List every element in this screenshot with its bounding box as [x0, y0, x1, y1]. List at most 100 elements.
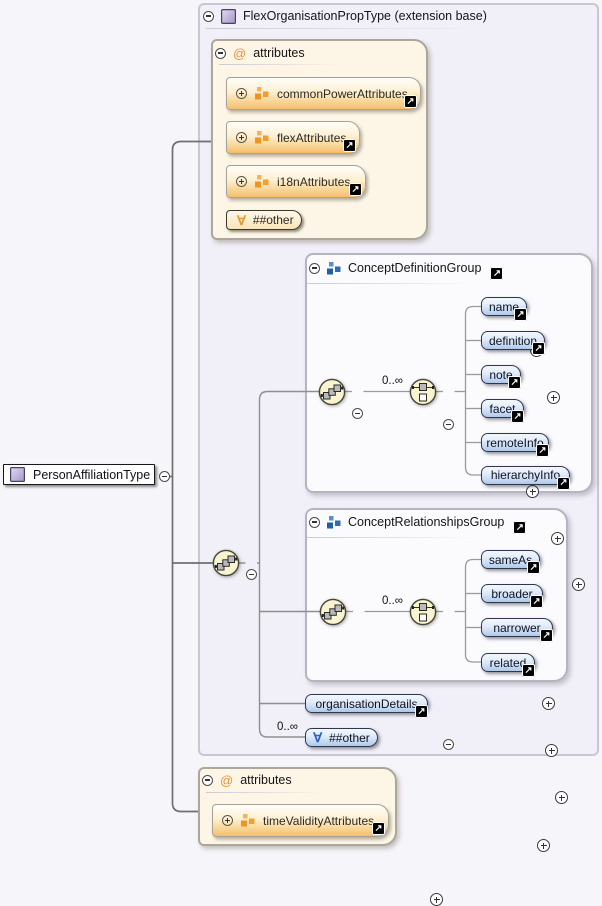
header-separator	[206, 792, 328, 793]
attribute-group-flexAttributes[interactable]: flexAttributes	[226, 121, 360, 154]
attributes-top-label: attributes	[253, 46, 305, 60]
expand-icon[interactable]	[542, 697, 555, 710]
attribute-group-icon	[255, 87, 269, 100]
attribute-group-commonPowerAttributes[interactable]: commonPowerAttributes	[226, 77, 421, 110]
link-arrow-icon[interactable]	[522, 664, 535, 677]
element-name[interactable]: name	[481, 297, 527, 321]
attributes-top-collapse-toggle[interactable]	[215, 47, 226, 59]
expand-icon[interactable]	[551, 532, 564, 545]
link-arrow-icon[interactable]	[508, 376, 521, 389]
group-title: ConceptRelationshipsGroup	[348, 515, 505, 529]
header-separator	[307, 283, 475, 284]
element-label: hierarchyInfo	[490, 468, 561, 482]
attributes-bottom-header: attributes	[202, 771, 292, 789]
element-label: name	[488, 299, 520, 314]
attribute-group-icon	[255, 175, 269, 188]
expand-icon[interactable]	[572, 578, 585, 591]
sequence-collapse-toggle[interactable]	[245, 569, 257, 580]
link-arrow-icon[interactable]	[514, 308, 527, 321]
link-arrow-icon[interactable]	[349, 183, 362, 196]
element-organisationDetails[interactable]: organisationDetails	[305, 694, 428, 718]
choice-collapse-toggle[interactable]	[443, 419, 454, 430]
sequence-icon[interactable]	[319, 598, 347, 626]
concept-relationships-group-header: ConceptRelationshipsGroup	[309, 513, 527, 534]
complex-type-icon	[10, 467, 25, 482]
group-collapse-toggle[interactable]	[309, 262, 320, 274]
choice-icon[interactable]	[409, 378, 437, 406]
link-arrow-icon[interactable]	[511, 410, 524, 423]
link-arrow-icon[interactable]	[540, 629, 553, 642]
attribute-group-icon	[241, 814, 255, 827]
concept-definition-group-header: ConceptDefinitionGroup	[309, 259, 504, 280]
root-collapse-toggle[interactable]	[159, 471, 170, 482]
group-title: ConceptDefinitionGroup	[348, 261, 482, 275]
link-arrow-icon[interactable]	[557, 476, 570, 490]
element-definition[interactable]: definition	[481, 331, 545, 355]
element-label: note	[489, 367, 513, 382]
element-remoteInfo[interactable]: remoteInfo	[481, 433, 549, 457]
link-arrow-icon[interactable]	[530, 595, 543, 608]
complex-type-icon	[221, 8, 236, 24]
choice-icon[interactable]	[409, 598, 437, 626]
header-separator	[307, 537, 475, 538]
root-type-box[interactable]: PersonAffiliationType	[3, 464, 155, 485]
expand-icon[interactable]	[537, 839, 550, 852]
sequence-icon[interactable]	[318, 378, 346, 406]
attribute-group-timeValidityAttributes[interactable]: timeValidityAttributes	[212, 804, 389, 837]
attributes-icon	[220, 774, 233, 787]
group-collapse-toggle[interactable]	[309, 516, 320, 528]
attributes-bottom-label: attributes	[240, 773, 292, 787]
element-narrower[interactable]: narrower	[481, 618, 553, 642]
element-broader[interactable]: broader	[481, 584, 543, 608]
attribute-group-label: flexAttributes	[277, 130, 347, 145]
element-label: narrower	[493, 620, 541, 635]
expand-toggle[interactable]	[222, 815, 233, 826]
link-arrow-icon[interactable]	[513, 521, 527, 534]
link-arrow-icon[interactable]	[536, 444, 549, 457]
attribute-group-icon	[255, 131, 269, 144]
link-arrow-icon[interactable]	[527, 561, 540, 574]
expand-toggle[interactable]	[236, 132, 247, 143]
link-arrow-icon[interactable]	[532, 342, 545, 355]
sequence-collapse-toggle[interactable]	[352, 408, 363, 419]
expand-icon[interactable]	[545, 744, 558, 757]
link-arrow-icon[interactable]	[372, 822, 385, 835]
occurrence-label: 0..∞	[382, 595, 403, 607]
element-facet[interactable]: facet	[481, 399, 524, 423]
element-label: sameAs	[488, 552, 533, 567]
link-arrow-icon[interactable]	[415, 705, 428, 718]
attribute-group-label: commonPowerAttributes	[277, 86, 408, 101]
occurrence-label: 0..∞	[277, 721, 298, 733]
attribute-wildcard[interactable]: ##other	[226, 210, 302, 230]
element-group-icon	[327, 261, 341, 274]
expand-icon[interactable]	[526, 485, 539, 498]
expand-icon[interactable]	[555, 791, 568, 804]
element-wildcard[interactable]: ##other	[305, 728, 378, 747]
header-separator	[219, 64, 341, 65]
expand-toggle[interactable]	[236, 88, 247, 99]
expand-icon[interactable]	[430, 893, 443, 906]
link-arrow-icon[interactable]	[490, 267, 504, 280]
extension-collapse-toggle[interactable]	[203, 10, 214, 22]
root-type-label: PersonAffiliationType	[33, 467, 151, 482]
attributes-icon	[233, 47, 246, 60]
attributes-top-header: attributes	[215, 44, 305, 62]
link-arrow-icon[interactable]	[343, 139, 356, 152]
element-note[interactable]: note	[481, 365, 521, 389]
expand-toggle[interactable]	[236, 176, 247, 187]
attributes-bottom-collapse-toggle[interactable]	[202, 774, 213, 786]
element-label: facet	[489, 401, 516, 416]
element-label: broader	[491, 586, 533, 601]
sequence-icon[interactable]	[212, 549, 240, 577]
choice-collapse-toggle[interactable]	[443, 739, 454, 750]
element-hierarchyInfo[interactable]: hierarchyInfo	[481, 465, 570, 490]
element-sameAs[interactable]: sameAs	[481, 550, 540, 574]
extension-title: FlexOrganisationPropType (extension base…	[243, 9, 487, 23]
occurrence-label: 0..∞	[382, 375, 403, 387]
attribute-group-i18nAttributes[interactable]: i18nAttributes	[226, 165, 366, 198]
element-label: related	[489, 655, 527, 670]
concept-definition-group-box	[305, 253, 593, 493]
expand-icon[interactable]	[547, 391, 560, 404]
link-arrow-icon[interactable]	[404, 95, 417, 108]
element-related[interactable]: related	[481, 653, 535, 677]
